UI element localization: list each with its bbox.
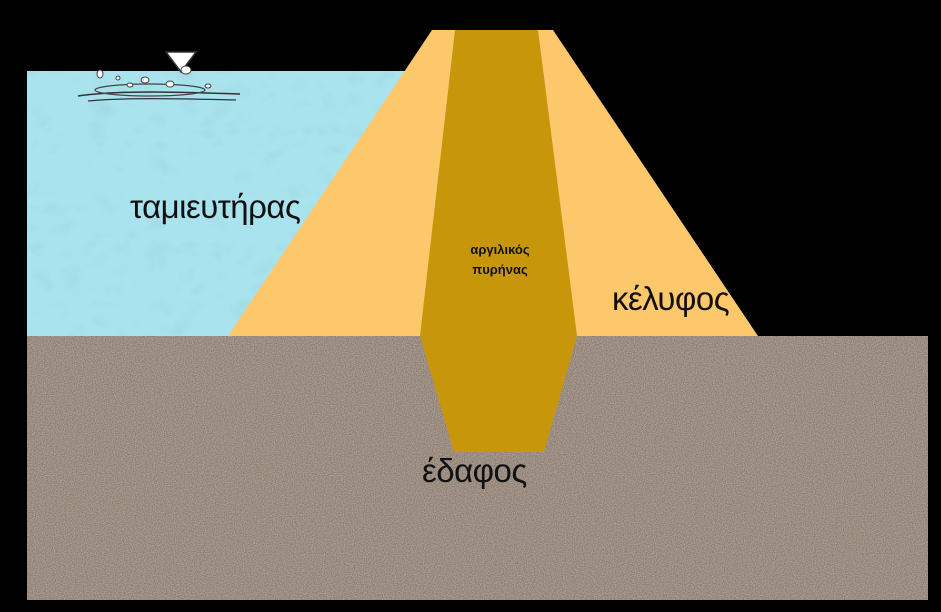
clay-core-label: αργιλικός πυρήνας [452,240,548,280]
water-level-marker [77,51,241,102]
clay-core [420,30,577,336]
cutoff-trench [420,336,577,452]
inverted-triangle-icon [164,51,198,74]
reservoir-label: ταμιευτήρας [130,188,301,225]
clay-core-label-line2: πυρήνας [472,262,528,277]
clay-core-label-line1: αργιλικός [470,242,530,257]
soil-label: έδαφος [422,452,527,489]
shell-label: κέλυφος [612,280,730,317]
